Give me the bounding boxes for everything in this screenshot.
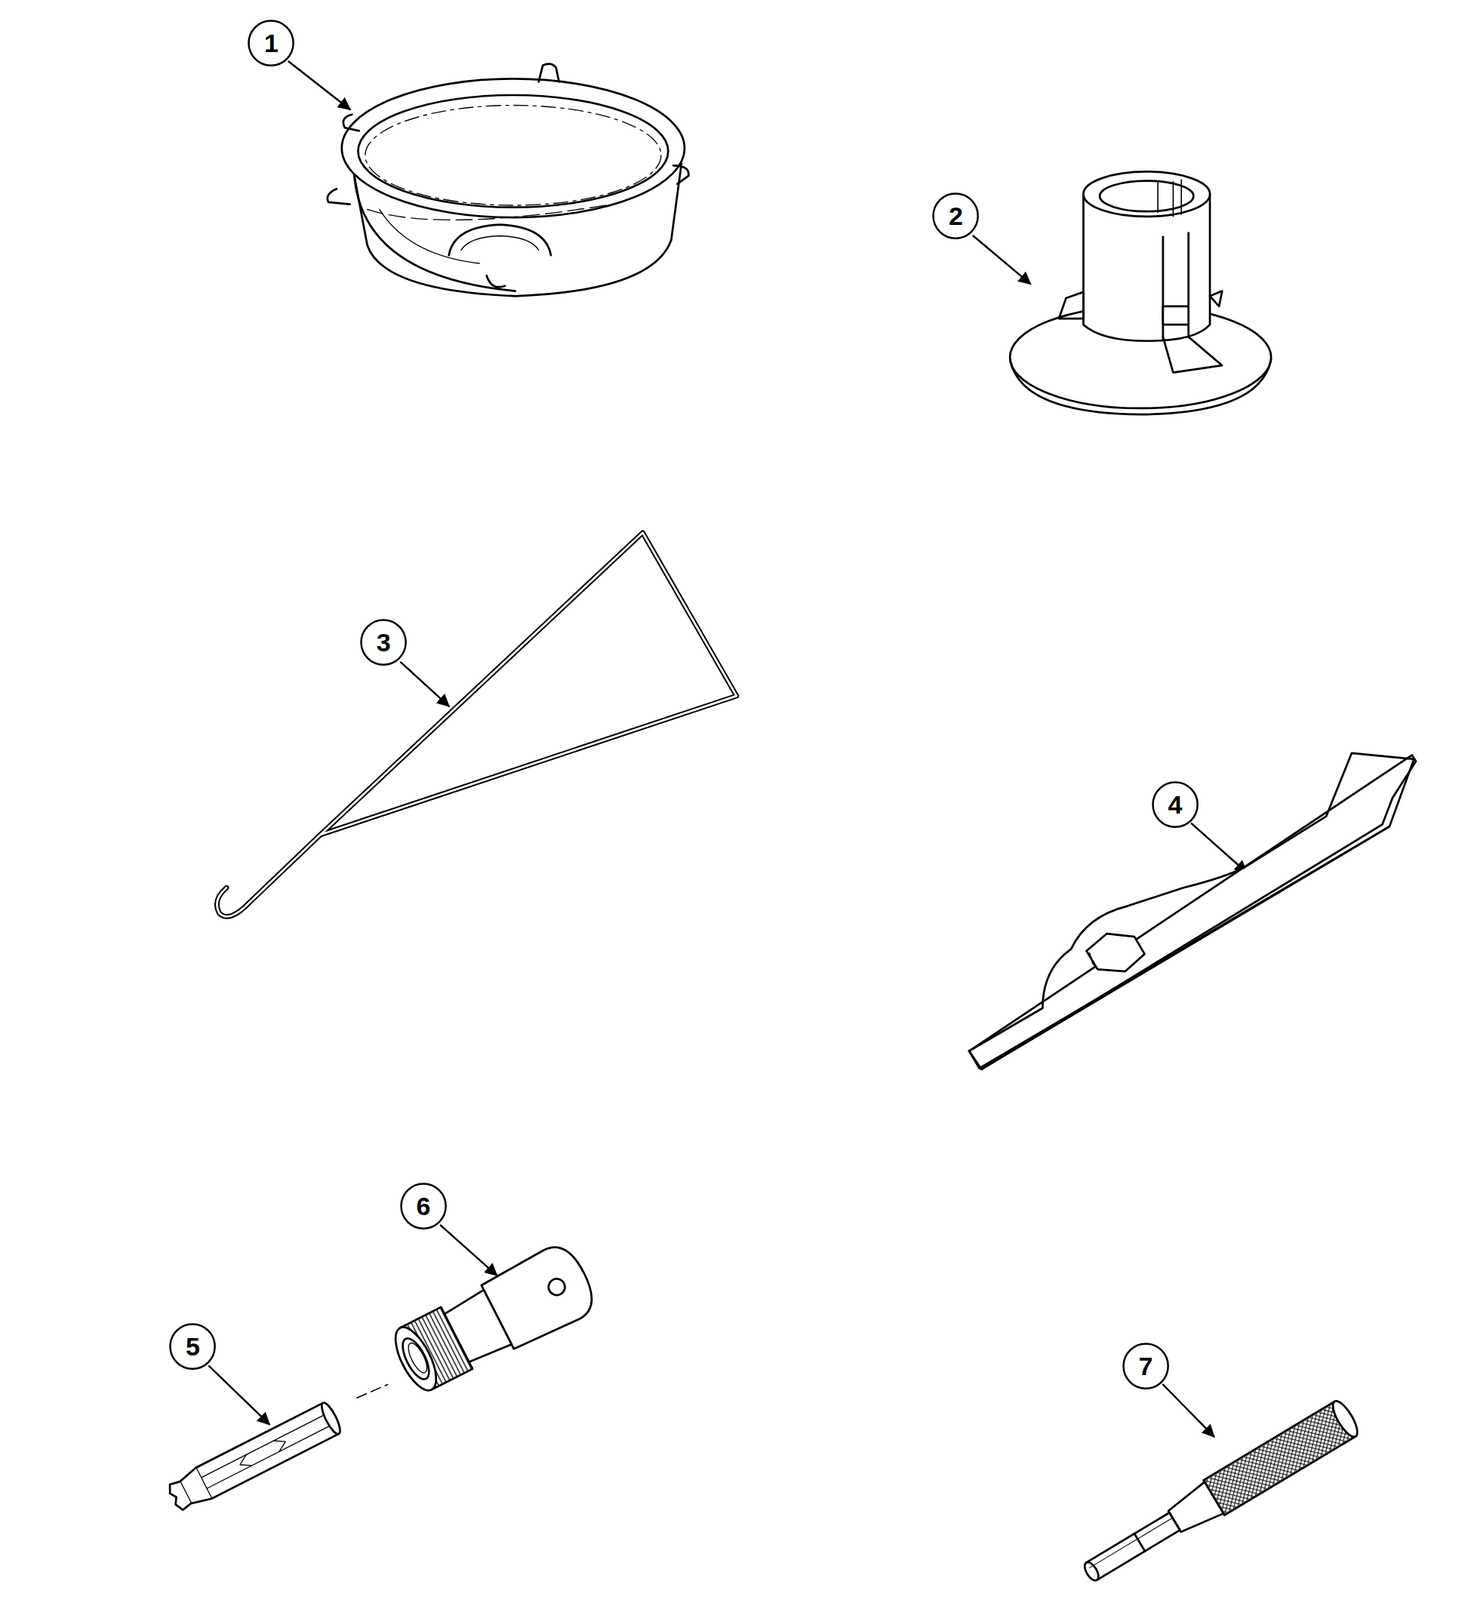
callout-circle: 1	[247, 19, 295, 67]
drain-bowl	[327, 64, 690, 297]
callout-number: 1	[247, 19, 295, 67]
callout-circle: 2	[932, 192, 979, 240]
callout-number: 7	[1122, 1342, 1170, 1390]
callout-number: 5	[169, 1323, 216, 1370]
callout-number: 6	[400, 1182, 447, 1230]
shaft-collar	[1009, 171, 1272, 415]
callout-circle: 5	[169, 1323, 216, 1370]
alignment-pin	[1077, 1397, 1363, 1592]
callout-circle: 3	[360, 618, 407, 666]
callout-number: 4	[1151, 781, 1199, 828]
flat-spanner	[969, 753, 1416, 1070]
callout-circle: 7	[1122, 1342, 1170, 1390]
callout-number: 3	[360, 618, 407, 666]
callout-number: 2	[932, 192, 979, 240]
wire-hook-tool	[216, 532, 736, 918]
callout-circle: 6	[400, 1182, 447, 1230]
leader-lines	[209, 61, 1247, 1437]
callout-circle: 4	[1151, 781, 1199, 828]
torx-bit	[164, 1400, 343, 1515]
bit-adapter-socket	[385, 1238, 602, 1401]
